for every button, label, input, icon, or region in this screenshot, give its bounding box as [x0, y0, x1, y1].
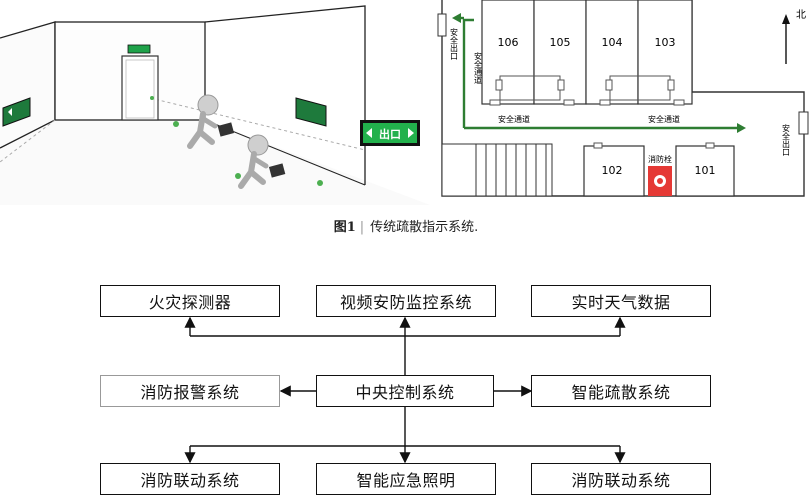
- passage-label-vertical: 安全通道: [474, 51, 483, 85]
- smart-evacuation-system-label: 智能疏散系统: [571, 383, 671, 402]
- right-wall-sign: [295, 97, 327, 127]
- figure-caption-text: 传统疏散指示系统.: [370, 220, 479, 235]
- person-figure-2: [238, 134, 286, 189]
- passage-label-1: 安全通道: [498, 114, 530, 124]
- smart-evacuation-system-box: 智能疏散系统: [531, 375, 711, 407]
- fire-detector-box: 火灾探测器: [100, 285, 280, 317]
- hydrant-label: 消防栓: [648, 154, 672, 164]
- caption-separator: |: [359, 220, 365, 235]
- weather-data-label: 实时天气数据: [571, 293, 671, 312]
- fire-alarm-system-box: 消防报警系统: [100, 375, 280, 407]
- left-wall-sign: [2, 97, 31, 127]
- person-figure-1: [187, 94, 235, 149]
- fire-detector-label: 火灾探测器: [148, 293, 232, 312]
- fire-alarm-system-label: 消防报警系统: [140, 383, 240, 402]
- safety-exit-label-left: 安全出口: [450, 27, 459, 60]
- room-101: 101: [695, 164, 716, 177]
- smart-emergency-lighting-box: 智能应急照明: [316, 463, 496, 495]
- room-103: 103: [655, 36, 676, 49]
- room-106: 106: [498, 36, 519, 49]
- passage-label-2: 安全通道: [648, 114, 680, 124]
- door-exit-sign: [127, 44, 151, 54]
- central-control-system-label: 中央控制系统: [355, 383, 455, 402]
- safety-exit-label-right: 安全出口: [782, 123, 791, 156]
- room-105: 105: [550, 36, 571, 49]
- smart-emergency-lighting-label: 智能应急照明: [356, 471, 456, 490]
- figure-caption: 图1| 传统疏散指示系统.: [0, 216, 812, 235]
- room-102: 102: [602, 164, 623, 177]
- north-label: 北: [796, 9, 806, 21]
- fire-linkage-system-label-left: 消防联动系统: [140, 471, 240, 490]
- video-surveillance-label: 视频安防监控系统: [339, 293, 472, 312]
- fire-linkage-system-box-left: 消防联动系统: [100, 463, 280, 495]
- figure-number: 图1: [333, 220, 356, 235]
- fire-linkage-system-box-right: 消防联动系统: [531, 463, 711, 495]
- fire-linkage-system-label-right: 消防联动系统: [571, 471, 671, 490]
- exit-sign: 出口: [360, 120, 420, 146]
- video-surveillance-box: 视频安防监控系统: [316, 285, 496, 317]
- floor-plan: 106 105 104 103 安全出口 安全出口 102 101 消防栓 安全…: [437, 0, 809, 197]
- north-arrow-icon: [782, 14, 790, 64]
- central-control-system-box: 中央控制系统: [316, 375, 494, 407]
- weather-data-box: 实时天气数据: [531, 285, 711, 317]
- corridor-illustration: 出口: [0, 5, 430, 205]
- exit-sign-text: 出口: [379, 127, 401, 141]
- room-104: 104: [602, 36, 623, 49]
